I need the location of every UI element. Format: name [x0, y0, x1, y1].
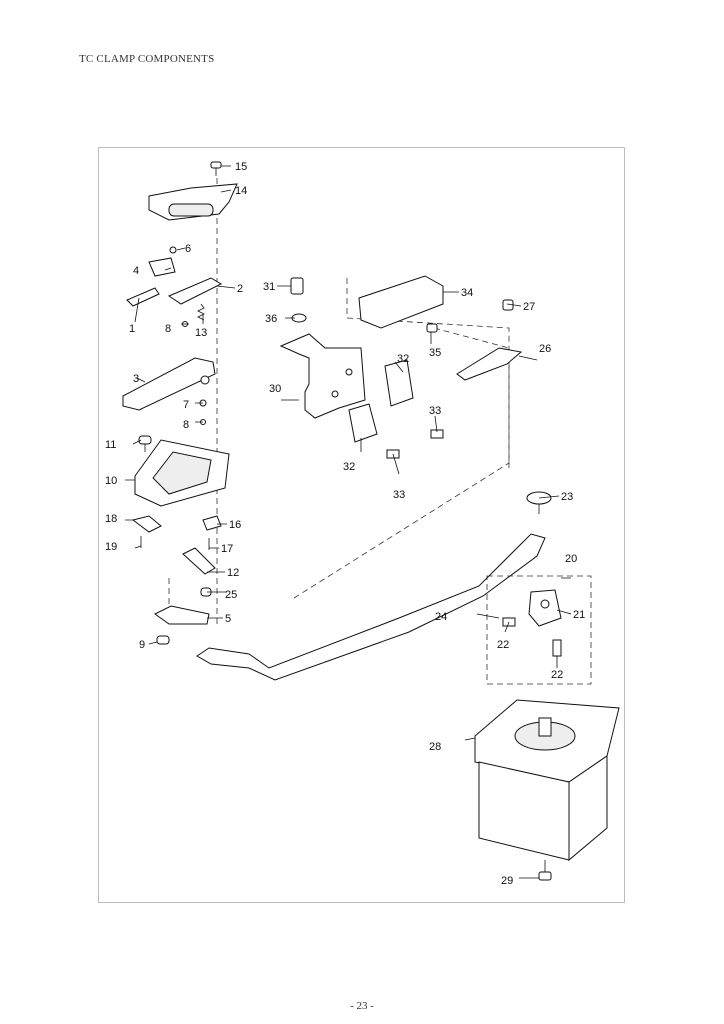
part-5-lever: [154, 605, 210, 625]
callout-15: 15: [235, 161, 247, 173]
page-number: - 23 -: [350, 1000, 374, 1012]
callout-28: 28: [429, 741, 441, 753]
callout-8-upper: 8: [165, 323, 171, 335]
part-3-lever-plate: [122, 357, 216, 411]
callout-7: 7: [183, 399, 189, 411]
callout-31: 31: [263, 281, 275, 293]
part-30-sensor-bracket: [279, 333, 366, 419]
callout-6: 6: [185, 243, 191, 255]
callout-30: 30: [269, 383, 281, 395]
callout-17: 17: [221, 543, 233, 555]
part-32-sensor-upper: [384, 359, 414, 407]
callout-32-lower: 32: [343, 461, 355, 473]
callout-12: 12: [227, 567, 239, 579]
callout-32-upper: 32: [397, 353, 409, 365]
callout-18: 18: [105, 513, 117, 525]
part-34-cover: [358, 275, 444, 329]
part-24-rod: [196, 533, 546, 681]
callout-22-b: 22: [551, 669, 563, 681]
part-18-bracket: [131, 515, 162, 533]
callout-22-a: 22: [497, 639, 509, 651]
part-16-bracket: [202, 515, 222, 531]
callout-13: 13: [195, 327, 207, 339]
callout-14: 14: [235, 185, 247, 197]
callout-2: 2: [237, 283, 243, 295]
callout-21: 21: [573, 609, 585, 621]
callout-9: 9: [139, 639, 145, 651]
part-14-plate: [148, 183, 238, 221]
callout-35: 35: [429, 347, 441, 359]
callout-4: 4: [133, 265, 139, 277]
callout-16: 16: [229, 519, 241, 531]
callout-11: 11: [105, 439, 116, 451]
callout-36: 36: [265, 313, 277, 325]
callout-5: 5: [225, 613, 231, 625]
callout-29: 29: [501, 875, 513, 887]
part-35-screw: [426, 323, 438, 333]
callout-33-lower: 33: [393, 489, 405, 501]
callout-27: 27: [523, 301, 535, 313]
part-23-screw: [526, 491, 552, 514]
part-29-screw: [538, 860, 552, 881]
part-20-group-box: [486, 575, 592, 685]
callout-20: 20: [565, 553, 577, 565]
callout-25: 25: [225, 589, 237, 601]
part-9-screw: [156, 635, 170, 645]
part-4-block: [148, 257, 176, 277]
part-12-link: [182, 547, 216, 575]
part-6-screw: [169, 246, 177, 254]
callout-26: 26: [539, 343, 551, 355]
part-26-plate: [456, 347, 523, 381]
part-10-clamp-base: [134, 439, 230, 507]
callout-23: 23: [561, 491, 573, 503]
callout-8-lower: 8: [183, 419, 189, 431]
parts-drawing: 15 14 6 4 2 1 8 13 3 7 8 11 10 18 19 16 …: [105, 161, 620, 887]
part-28-stepping-motor: [474, 699, 620, 862]
part-11-knob-screw: [138, 435, 152, 452]
callout-3: 3: [133, 373, 139, 385]
callout-10: 10: [105, 475, 117, 487]
part-15-screw: [210, 161, 222, 176]
callout-19: 19: [105, 541, 117, 553]
callout-34: 34: [461, 287, 473, 299]
exploded-parts-diagram: 15 14 6 4 2 1 8 13 3 7 8 11 10 18 19 16 …: [98, 147, 625, 903]
callout-1: 1: [129, 323, 135, 335]
part-1-bracket: [126, 287, 160, 307]
callout-33-upper: 33: [429, 405, 441, 417]
part-13-spring: [197, 303, 205, 321]
part-32-sensor-lower: [348, 403, 378, 443]
part-22-set-screw-b: [552, 639, 562, 657]
part-2-plate: [167, 277, 223, 305]
part-31-screw: [290, 277, 304, 295]
part-21-collar: [528, 589, 562, 627]
callout-24: 24: [435, 611, 447, 623]
page-title: TC CLAMP COMPONENTS: [79, 53, 215, 65]
